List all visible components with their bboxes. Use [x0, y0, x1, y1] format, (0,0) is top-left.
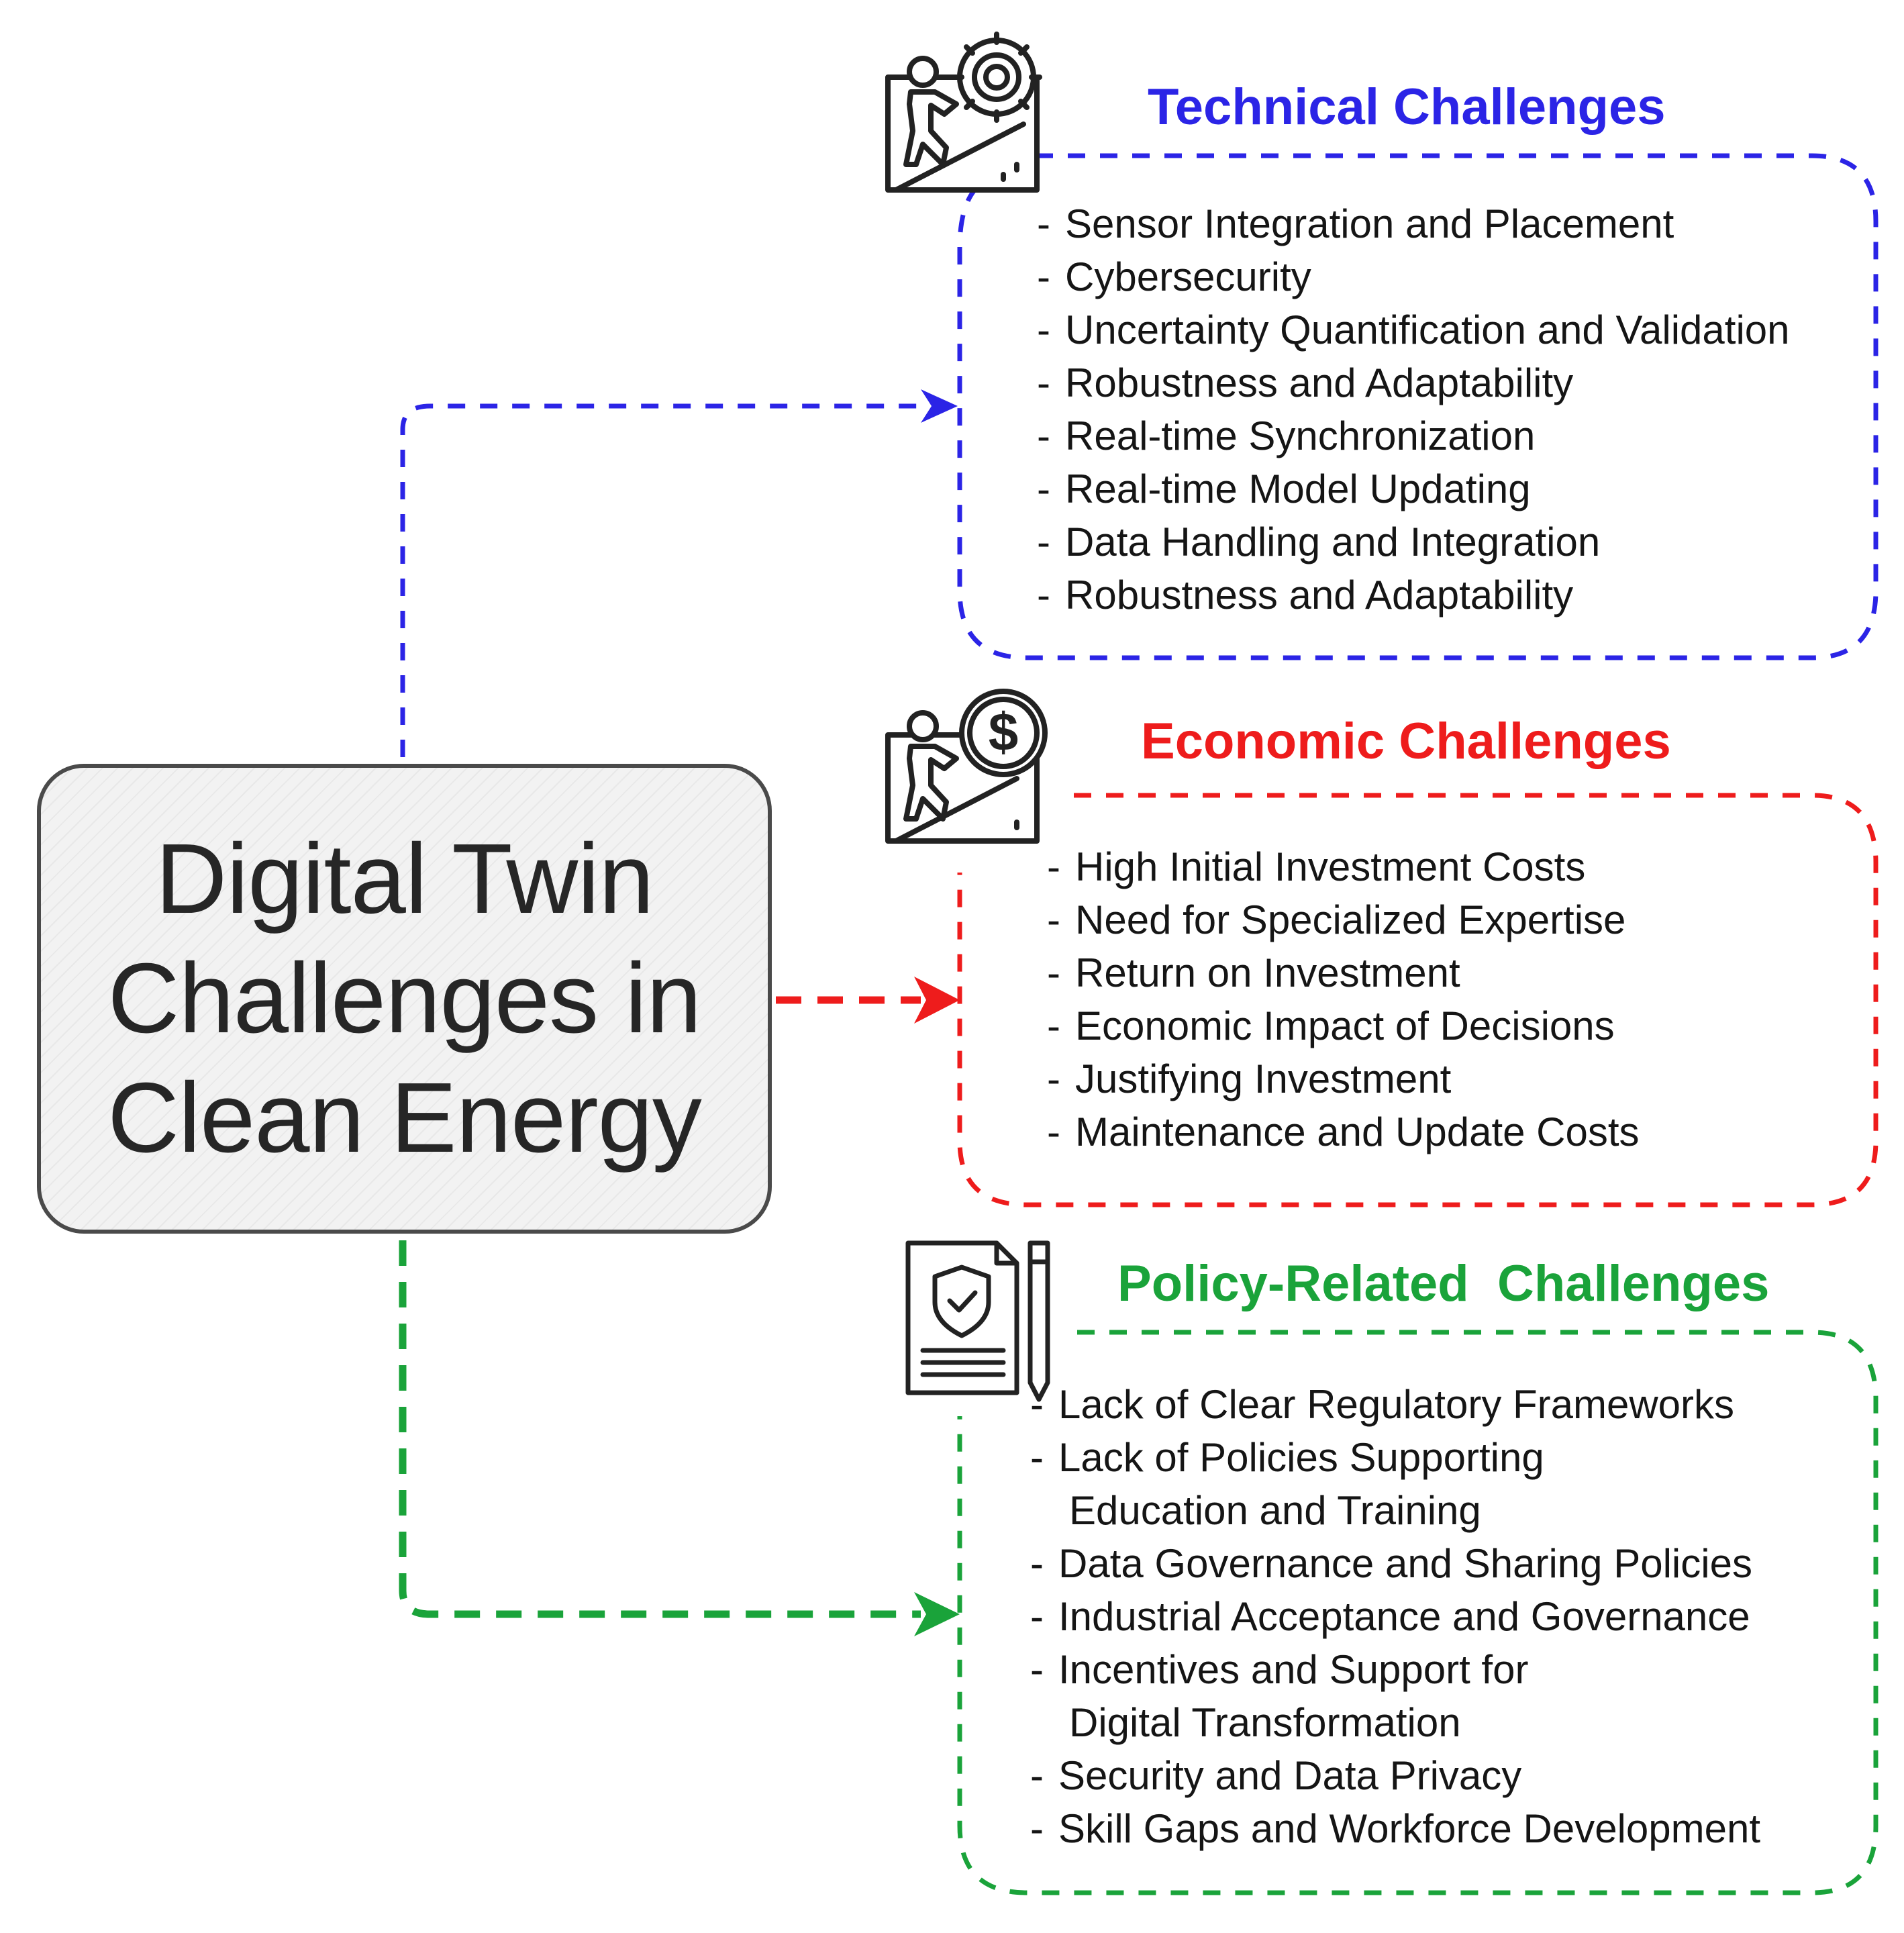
list-item: -Cybersecurity — [1037, 254, 1311, 299]
list-item: -Lack of Policies Supporting — [1030, 1435, 1544, 1480]
economic-challenges-list: -High Initial Investment Costs -Need for… — [1047, 840, 1640, 1158]
central-topic-box: Digital Twin Challenges in Clean Energy — [37, 764, 772, 1234]
policy-document-pencil-icon — [905, 1240, 1050, 1402]
policy-challenges-list: -Lack of Clear Regulatory Frameworks -La… — [1030, 1378, 1760, 1855]
economic-challenges-title: Economic Challenges — [1141, 713, 1671, 770]
technical-challenges-list: -Sensor Integration and Placement -Cyber… — [1037, 197, 1790, 622]
central-title-line-3: Clean Energy — [107, 1062, 702, 1173]
list-item: -Data Handling and Integration — [1037, 519, 1601, 564]
central-title-line-1: Digital Twin — [155, 824, 654, 934]
central-title: Digital Twin Challenges in Clean Energy — [107, 820, 702, 1178]
list-item: -Robustness and Adaptability — [1037, 360, 1574, 405]
central-title-line-2: Challenges in — [107, 943, 702, 1054]
list-item: -Need for Specialized Expertise — [1047, 897, 1626, 942]
technical-box-border — [957, 153, 1878, 660]
list-item-continuation: Education and Training — [1069, 1488, 1481, 1533]
list-item: -Uncertainty Quantification and Validati… — [1037, 307, 1790, 352]
technical-connector — [400, 403, 926, 757]
svg-text:$: $ — [989, 702, 1019, 762]
technical-challenges-title: Technical Challenges — [1148, 79, 1666, 136]
list-item: -Incentives and Support for — [1030, 1647, 1529, 1692]
list-item: -Industrial Acceptance and Governance — [1030, 1594, 1750, 1639]
list-item: -Real-time Model Updating — [1037, 466, 1531, 511]
list-item: -Economic Impact of Decisions — [1047, 1003, 1615, 1048]
economic-box-border — [957, 793, 1878, 1207]
list-item: -Return on Investment — [1047, 950, 1460, 995]
list-item: -Sensor Integration and Placement — [1037, 201, 1674, 246]
policy-box-border — [957, 1330, 1878, 1895]
policy-challenges-title: Policy-Related Challenges — [1117, 1255, 1770, 1312]
list-item: -Justifying Investment — [1047, 1056, 1452, 1101]
list-item: -Lack of Clear Regulatory Frameworks — [1030, 1382, 1735, 1427]
list-item: -Security and Data Privacy — [1030, 1753, 1522, 1798]
list-item: -Data Governance and Sharing Policies — [1030, 1541, 1752, 1586]
list-item: -Maintenance and Update Costs — [1047, 1109, 1640, 1154]
list-item: -Robustness and Adaptability — [1037, 573, 1574, 617]
technical-arrowhead — [921, 389, 958, 423]
person-dollar-icon: $ — [885, 689, 1048, 844]
person-gear-icon — [885, 32, 1042, 193]
policy-connector — [399, 1240, 921, 1618]
list-item: -High Initial Investment Costs — [1047, 844, 1586, 889]
list-item-continuation: Digital Transformation — [1069, 1700, 1461, 1745]
list-item: -Skill Gaps and Workforce Development — [1030, 1806, 1761, 1851]
list-item: -Real-time Synchronization — [1037, 413, 1536, 458]
policy-arrowhead — [914, 1592, 960, 1636]
economic-arrowhead — [914, 977, 960, 1024]
